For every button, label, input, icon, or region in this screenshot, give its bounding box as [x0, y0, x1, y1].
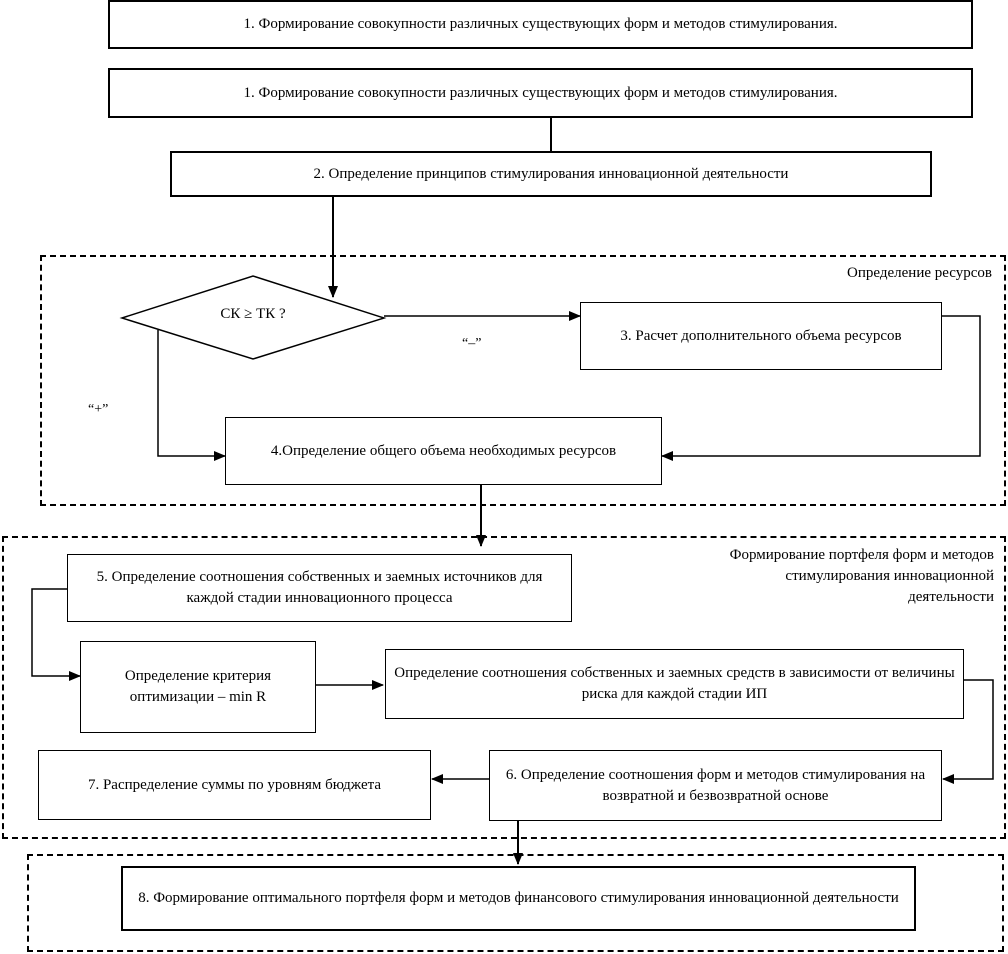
step-1-text-top: 1. Формирование совокупности различных с…	[243, 16, 838, 32]
step-6-box: 6. Определение соотношения форм и методо…	[489, 750, 942, 821]
step-1-text: 1. Формирование совокупности различных с…	[243, 84, 838, 101]
step-7-text: 7. Распределение суммы по уровням бюджет…	[87, 776, 382, 793]
arrow-ratio-b6	[942, 679, 994, 784]
group-portfolio	[2, 536, 1006, 839]
step-3-text: 3. Расчет дополнительного объема ресурсо…	[620, 327, 902, 344]
step-1-box-top: 1. Формирование совокупности различных с…	[108, 0, 973, 49]
group-result	[27, 854, 1004, 952]
group-resources-title: Определение ресурсов	[847, 265, 992, 281]
step-6-text: 6. Определение соотношения форм и методо…	[505, 766, 926, 804]
group-resources	[40, 255, 1006, 506]
criterion-text: Определение критерия оптимизации – min R	[124, 668, 272, 705]
step-2-box: 2. Определение принципов стимулирования …	[170, 151, 932, 197]
step-3-box: 3. Расчет дополнительного объема ресурсо…	[580, 302, 942, 370]
arrow-decision-b4	[157, 330, 226, 461]
criterion-box: Определение критерия оптимизации – min R	[80, 641, 316, 733]
branch-yes-label: “+”	[88, 402, 109, 417]
branch-no-label: “–”	[462, 336, 482, 351]
step-5-box: 5. Определение соотношения собственных и…	[67, 554, 572, 622]
ratio-text: Определение соотношения собственных и за…	[394, 665, 955, 702]
step-7-box: 7. Распределение суммы по уровням бюджет…	[38, 750, 431, 820]
step-4-text: 4.Определение общего объема необходимых …	[270, 442, 617, 459]
step-5-text: 5. Определение соотношения собственных и…	[96, 569, 543, 606]
decision-diamond	[119, 275, 387, 360]
step-8-box: 8. Формирование оптимального портфеля фо…	[121, 866, 916, 931]
arrow-b3-b4	[661, 315, 981, 461]
group-portfolio-title: Формирование портфеля форм и методов сти…	[729, 547, 994, 605]
decision-text: СК ≥ ТК ?	[220, 306, 286, 322]
step-8-text: 8. Формирование оптимального портфеля фо…	[138, 890, 899, 906]
step-1-box: 1. Формирование совокупности различных с…	[108, 68, 973, 118]
ratio-box: Определение соотношения собственных и за…	[385, 649, 964, 719]
step-2-text: 2. Определение принципов стимулирования …	[313, 165, 789, 182]
step-4-box: 4.Определение общего объема необходимых …	[225, 417, 662, 485]
arrow-b5-criterion	[31, 588, 81, 681]
